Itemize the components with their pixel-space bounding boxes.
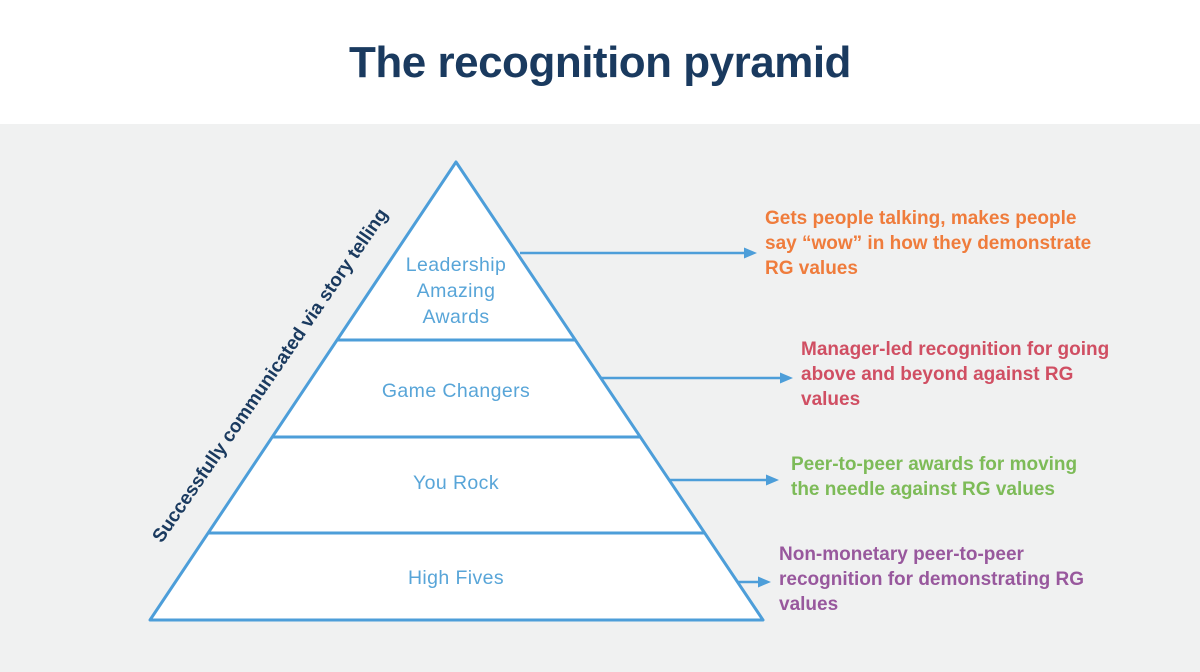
- pyramid-outline: [148, 160, 765, 622]
- annotation-leadership-amazing-awards: Gets people talking, makes people say “w…: [765, 208, 1092, 279]
- annotation-high-fives: Non-monetary peer-to-peer recognition fo…: [779, 544, 1085, 615]
- annotation-you-rock: Peer-to-peer awards for moving the needl…: [791, 454, 1078, 500]
- page-title: The recognition pyramid: [349, 38, 851, 87]
- connector-arrow: [600, 372, 793, 384]
- pyramid-level-you-rock: You Rock: [413, 472, 499, 494]
- pyramid-level-leadership-amazing-awards: Leadership Amazing Awards: [405, 254, 507, 328]
- connector-arrow: [669, 474, 779, 486]
- connector-arrow: [520, 247, 757, 259]
- pyramid-level-high-fives: High Fives: [407, 567, 505, 589]
- annotation-game-changers: Manager-led recognition for going above …: [801, 339, 1110, 410]
- pyramid-level-game-changers: Game Changers: [381, 380, 531, 402]
- connector-arrow: [737, 576, 771, 588]
